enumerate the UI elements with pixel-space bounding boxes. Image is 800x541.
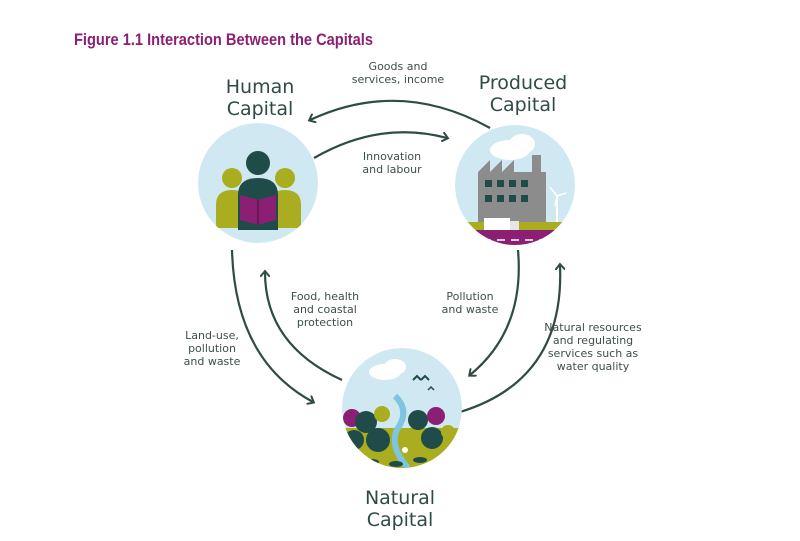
edge-innovation-line1: Innovation bbox=[362, 150, 422, 163]
figure-title: Figure 1.1 Interaction Between the Capit… bbox=[74, 30, 373, 49]
edge-pollution-line1: Pollution bbox=[446, 290, 494, 303]
human-capital-line1: Human bbox=[225, 76, 295, 98]
edge-label-natural-resources: Natural resources and regulating service… bbox=[538, 321, 648, 373]
edge-food-line1: Food, health bbox=[290, 290, 360, 303]
edge-land-use-line2: pollution bbox=[188, 342, 236, 355]
produced-capital-line2: Capital bbox=[489, 94, 557, 116]
human-capital-line2: Capital bbox=[226, 98, 294, 120]
edge-land-use-line3: and waste bbox=[183, 355, 241, 368]
edge-label-land-use: Land-use, pollution and waste bbox=[172, 329, 252, 368]
edge-natural-resources-line1: Natural resources bbox=[544, 321, 642, 334]
natural-capital-illustration bbox=[342, 348, 462, 468]
arrow-produced-to-natural bbox=[470, 249, 520, 375]
natural-capital-line2: Capital bbox=[366, 509, 434, 531]
human-capital-illustration bbox=[198, 123, 318, 243]
edge-goods-line2: services, income bbox=[351, 73, 445, 86]
edge-food-line2: and coastal bbox=[293, 303, 357, 316]
edge-land-use-line1: Land-use, bbox=[185, 329, 239, 342]
natural-capital-line1: Natural bbox=[364, 487, 436, 509]
arrow-natural-to-produced bbox=[459, 265, 560, 414]
arrow-produced-to-human bbox=[310, 99, 491, 129]
arrow-human-to-produced bbox=[313, 131, 447, 159]
produced-capital-illustration bbox=[455, 125, 575, 245]
edge-label-innovation: Innovation and labour bbox=[352, 150, 432, 176]
produced-capital-label: Produced Capital bbox=[458, 72, 588, 116]
arrow-human-to-natural bbox=[230, 249, 313, 402]
edge-innovation-line2: and labour bbox=[362, 163, 422, 176]
edge-food-line3: protection bbox=[296, 316, 354, 329]
edge-natural-resources-line3: services such as bbox=[547, 347, 639, 360]
edge-label-pollution: Pollution and waste bbox=[430, 290, 510, 316]
arrow-natural-to-human bbox=[265, 272, 343, 382]
produced-capital-line1: Produced bbox=[478, 72, 568, 94]
edge-natural-resources-line4: water quality bbox=[556, 360, 630, 373]
edge-label-goods: Goods and services, income bbox=[343, 60, 453, 86]
edge-goods-line1: Goods and bbox=[368, 60, 428, 73]
edge-label-food: Food, health and coastal protection bbox=[280, 290, 370, 329]
edge-natural-resources-line2: and regulating bbox=[552, 334, 634, 347]
natural-capital-label: Natural Capital bbox=[345, 487, 455, 531]
edge-pollution-line2: and waste bbox=[441, 303, 499, 316]
human-capital-label: Human Capital bbox=[205, 76, 315, 120]
